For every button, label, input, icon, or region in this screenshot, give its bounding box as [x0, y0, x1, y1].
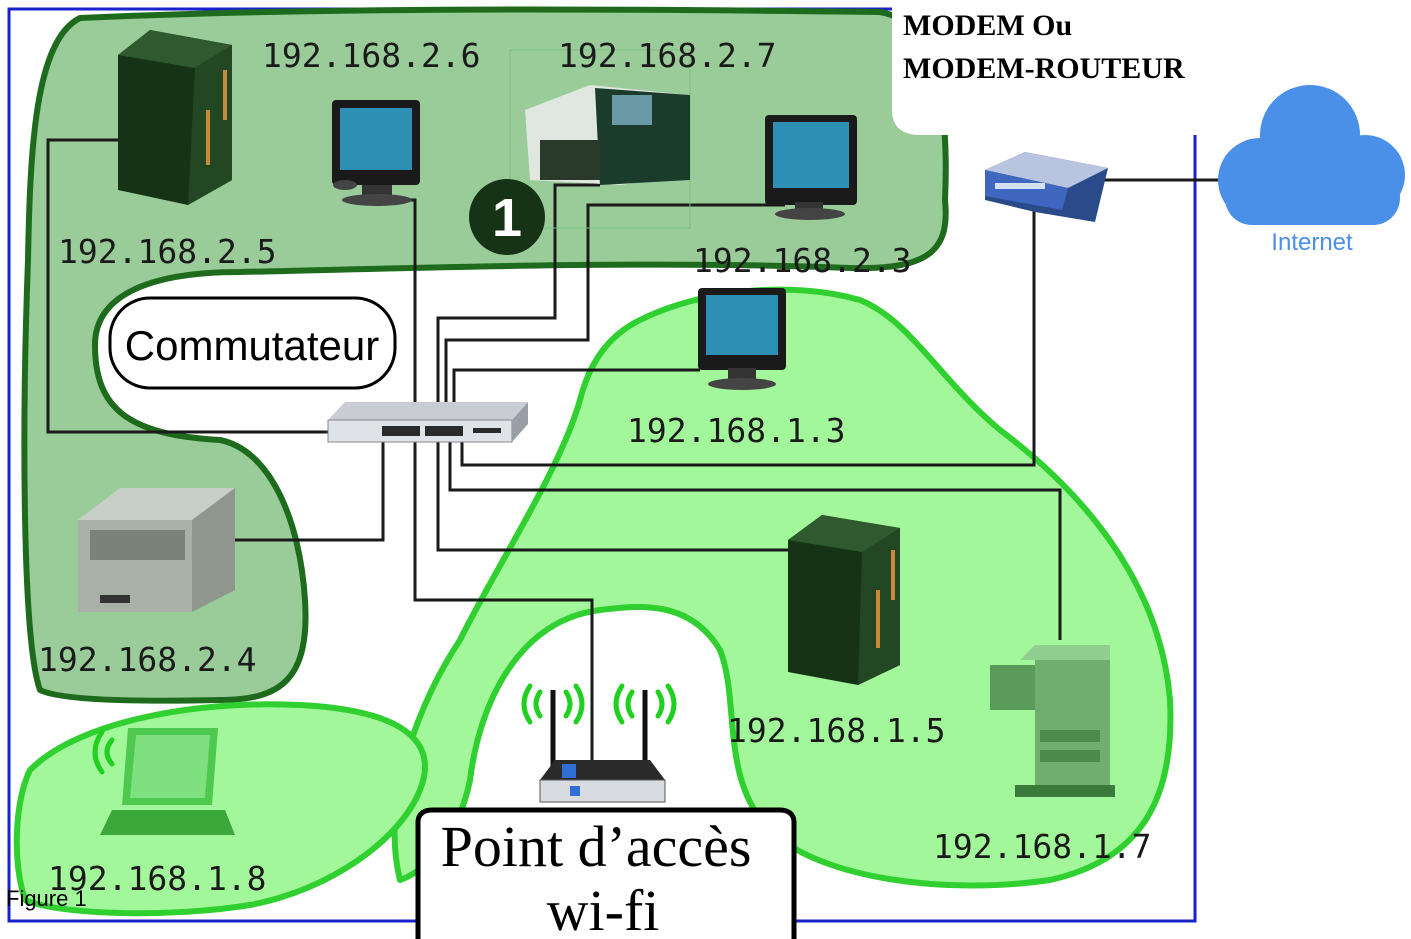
ip-label-2-7: 192.168.2.7: [558, 36, 777, 75]
copier-icon: [990, 645, 1115, 797]
desktop-computer-icon: [332, 100, 420, 206]
ip-label-1-3: 192.168.1.3: [627, 411, 846, 450]
wire-copier-1-7: [448, 440, 1062, 640]
marker-number: 1: [492, 188, 522, 248]
internet-label: Internet: [1271, 229, 1353, 256]
laptop-icon: [100, 728, 235, 835]
wire-pc-1-3: [452, 368, 700, 410]
wifi-access-point-icon: [539, 690, 666, 803]
wire-server-1-5: [436, 440, 820, 552]
network-switch-icon: [327, 402, 528, 443]
wire-modem: [460, 205, 1036, 467]
wifi-signal-icon: [521, 683, 677, 725]
wire-access-point: [413, 440, 594, 770]
figure-caption: Figure 1: [6, 886, 87, 911]
ip-label-2-3: 192.168.2.3: [693, 241, 912, 280]
zone-lan-1: [391, 286, 1174, 889]
internet-cloud-icon: [1218, 85, 1405, 225]
modem-label-line2: MODEM-ROUTEUR: [903, 52, 1185, 85]
ip-label-2-6: 192.168.2.6: [262, 36, 481, 75]
printer-icon: [78, 488, 235, 612]
server-icon: [118, 30, 232, 205]
wire-printer-2-4: [235, 440, 385, 542]
ip-label-1-7: 192.168.1.7: [933, 827, 1152, 866]
access-point-label-line2: wi-fi: [547, 878, 660, 939]
modem-router-icon: [985, 152, 1108, 222]
wire-pc-2-3: [444, 203, 785, 410]
switch-label: Commutateur: [125, 322, 379, 369]
ip-label-1-8: 192.168.1.8: [48, 859, 267, 898]
wifi-signal-icon: [92, 729, 115, 775]
cabling: [46, 138, 1230, 770]
server-icon: [788, 515, 900, 685]
access-point-label-line1: Point d’accès: [441, 814, 752, 879]
desktop-computer-icon: [765, 115, 857, 220]
modem-label-line1: MODEM Ou: [903, 9, 1072, 42]
lab-instrument-icon: [509, 49, 691, 229]
switch-label-box: [108, 296, 397, 390]
ip-label-1-5: 192.168.1.5: [727, 711, 946, 750]
wire-server-2-5: [46, 138, 335, 434]
zone-lan-1-laptop: [13, 701, 428, 917]
ip-label-2-4: 192.168.2.4: [38, 640, 257, 679]
numbered-marker: 1: [469, 179, 545, 255]
ip-label-2-5: 192.168.2.5: [58, 232, 277, 271]
desktop-computer-icon: [698, 288, 786, 390]
wire-machine-2-7: [436, 183, 600, 410]
access-point-label-box: [415, 807, 797, 939]
